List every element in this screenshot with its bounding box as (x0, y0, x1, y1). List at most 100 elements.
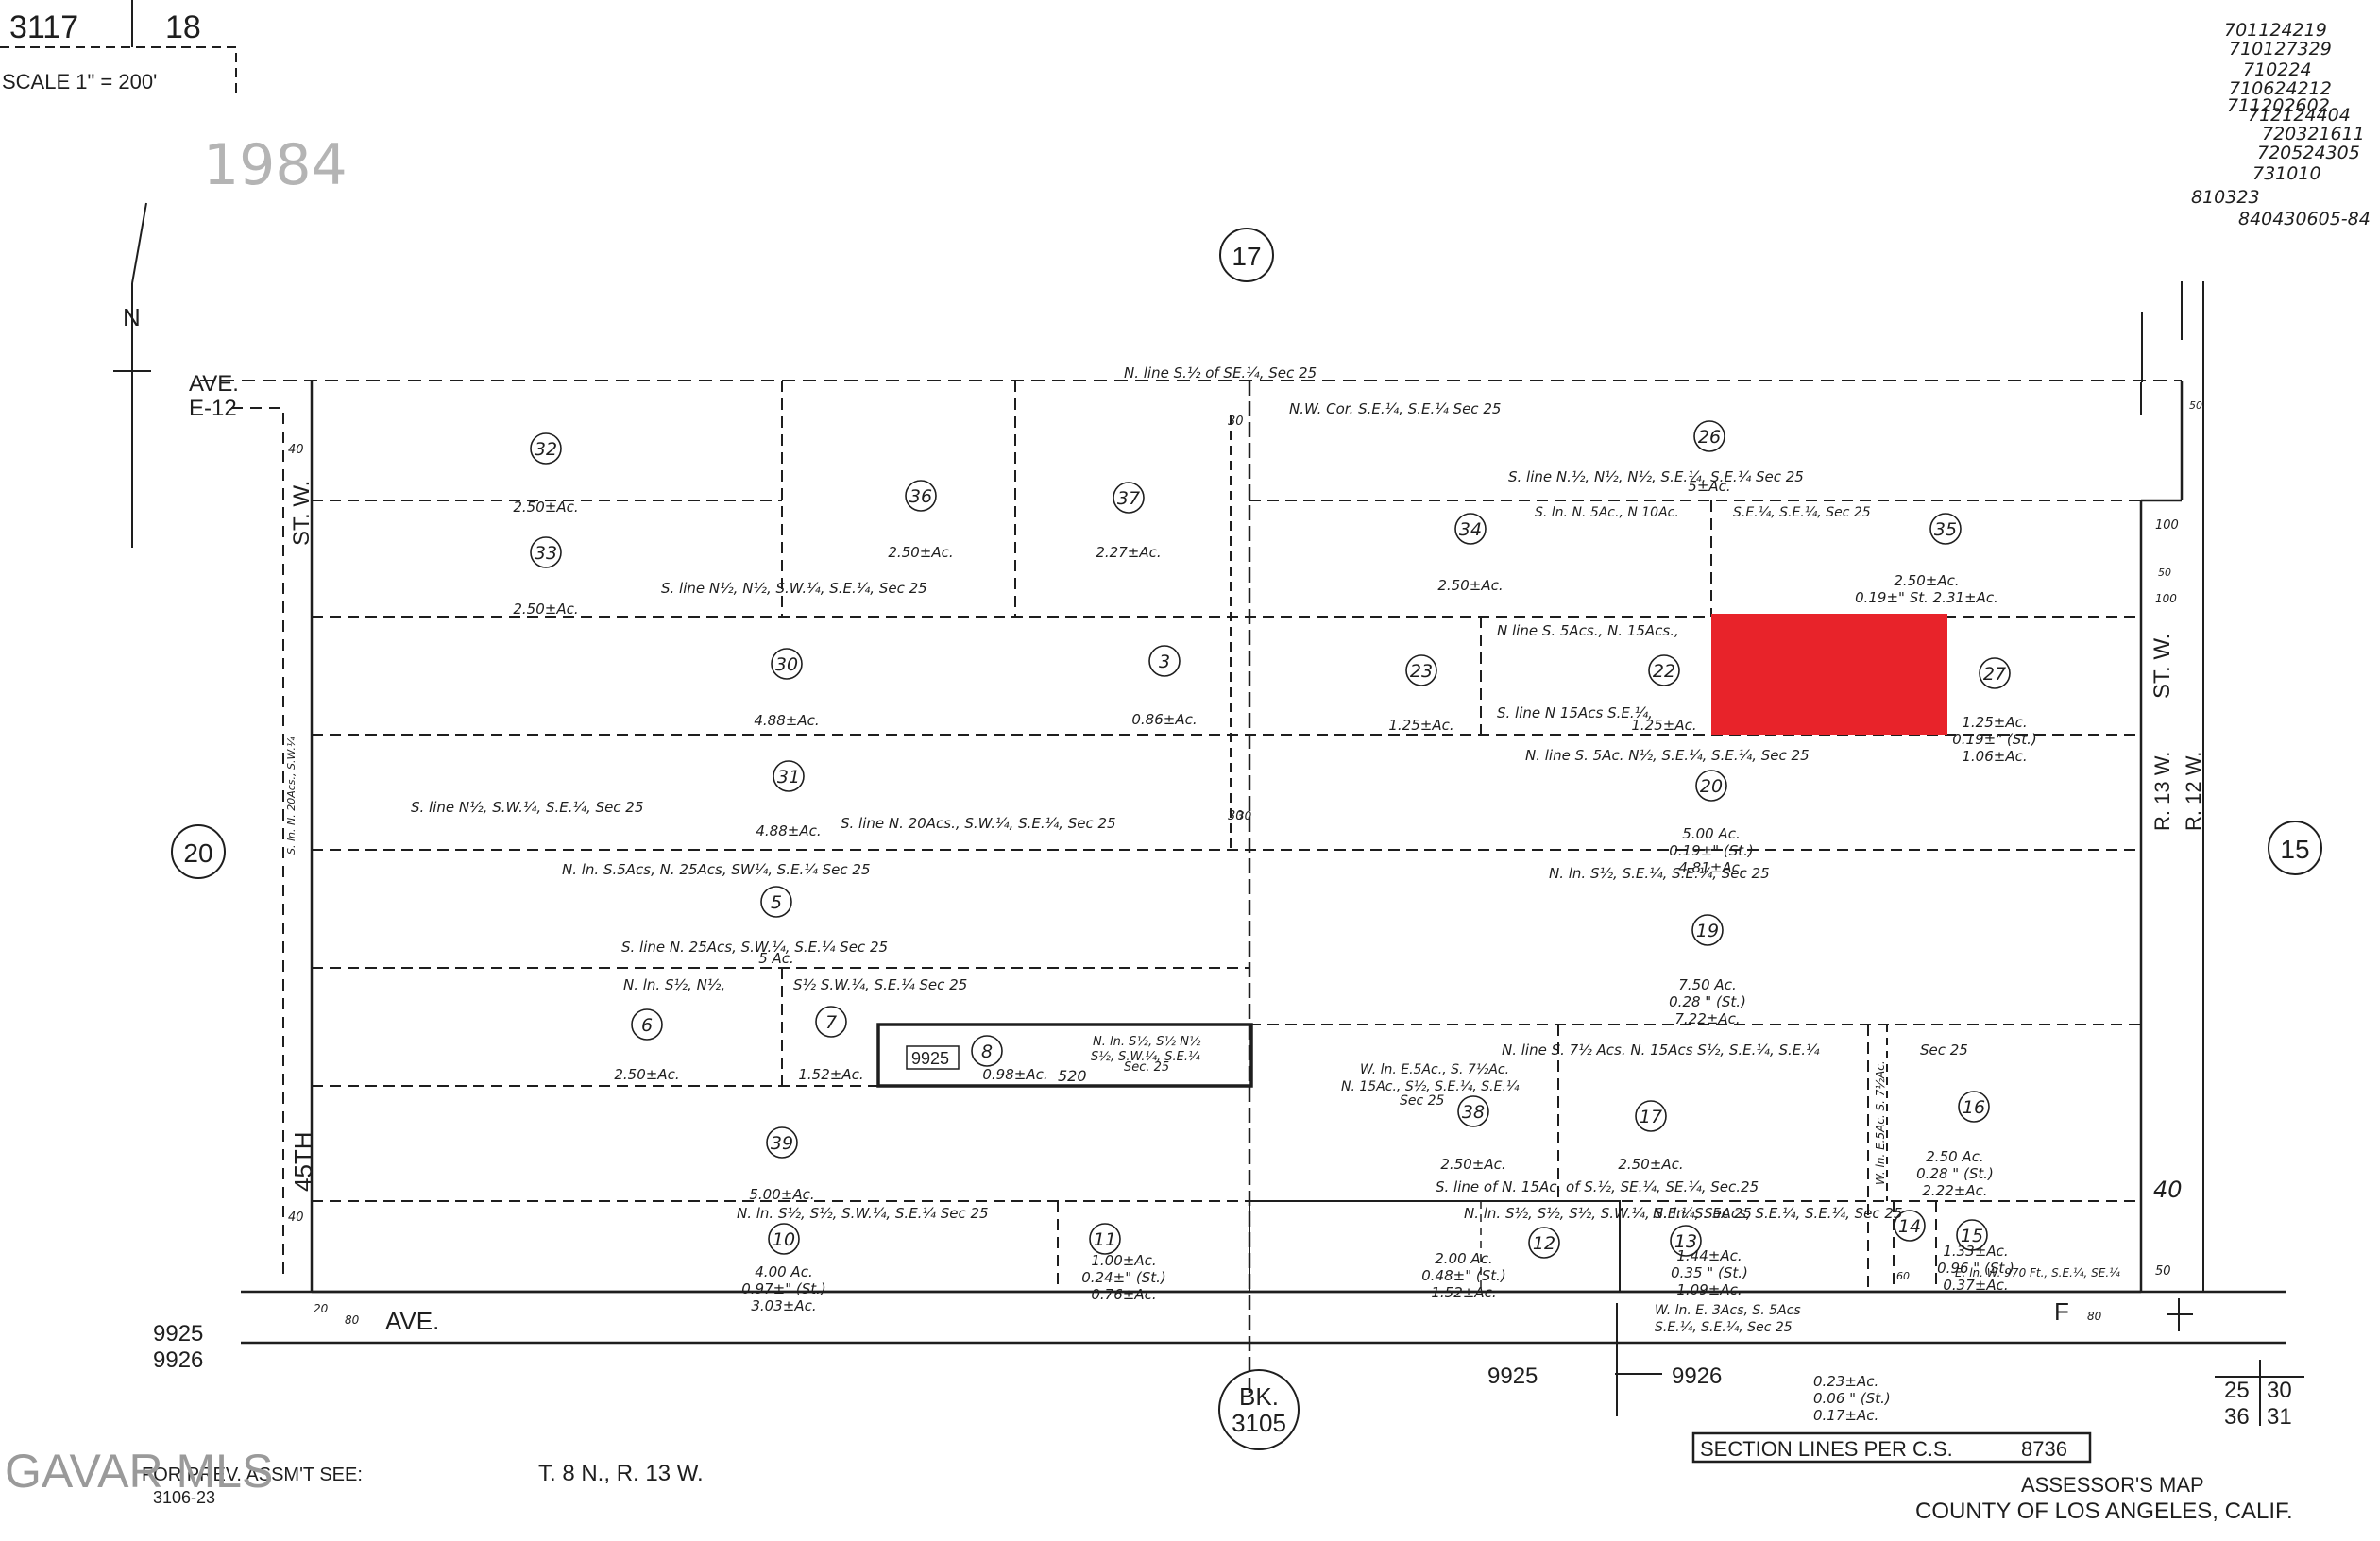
parcel-19[interactable]: 197.50 Ac.0.28 " (St.)7.22±Ac. (1669, 914, 1746, 1027)
parcel-area: 1.52±Ac. (1431, 1284, 1496, 1301)
parcel-number-circle (1979, 657, 2011, 689)
parcel-number-circle (1670, 1225, 1702, 1257)
parcel-area: 0.37±Ac. (1943, 1277, 2008, 1294)
parcel-13[interactable]: 131.44±Ac.0.35 " (St.)1.09±Ac. (1670, 1225, 1748, 1298)
parcel-17[interactable]: 172.50±Ac. (1618, 1100, 1684, 1173)
parcel-32[interactable]: 322.50±Ac. (513, 432, 579, 516)
parcel-number: 27 (1983, 664, 2006, 685)
parcel-number: 8 (981, 1041, 993, 1062)
dimension-label: 40 (288, 1211, 304, 1225)
legal-description: S. line N.½, N½, N½, S.E.¼, S.E.¼ Sec 25 (1508, 468, 1804, 485)
parcel-37[interactable]: 372.27±Ac. (1096, 482, 1162, 561)
parcel-number: 33 (535, 543, 557, 564)
parcel-area: 1.25±Ac. (1631, 717, 1696, 734)
parcel-22[interactable]: 221.25±Ac. (1631, 654, 1697, 734)
parcel-33[interactable]: 332.50±Ac. (513, 536, 579, 618)
parcel-number-circle (530, 432, 562, 465)
parcel-6[interactable]: 6 2.50±Ac. (614, 1008, 680, 1083)
parcel-number: 14 (1898, 1216, 1921, 1237)
svg-text:17: 17 (1232, 242, 1261, 271)
legal-description: N.W. Cor. S.E.¼, S.E.¼ Sec 25 (1289, 400, 1501, 417)
parcel-10[interactable]: 104.00 Ac.0.97±" (St.)3.03±Ac. (741, 1223, 826, 1314)
parcel-area: 5 Ac. (758, 950, 794, 967)
legal-description: S.E.¼, S.E.¼, Sec 25 (1733, 505, 1871, 520)
parcel-number: 6 (641, 1015, 653, 1036)
parcel-14[interactable]: 14 (1894, 1210, 1926, 1242)
parcel-35[interactable]: 352.50±Ac.0.19±" St. 2.31±Ac. (1855, 513, 1998, 606)
parcel-area: 0.86±Ac. (1131, 711, 1197, 728)
parcel-8[interactable]: 80.98±Ac. (971, 1035, 1048, 1083)
parcel-number-circle (815, 1006, 847, 1038)
parcel-31[interactable]: 314.88±Ac. (756, 760, 822, 839)
parcel-34[interactable]: 342.50±Ac. (1437, 513, 1504, 594)
adjacent-map-north: 17 (1219, 228, 1274, 282)
assessor-map-title: ASSESSOR'S MAP (2021, 1473, 2204, 1497)
parcel-39[interactable]: 39 5.00±Ac. (749, 1126, 815, 1203)
legal-description: N. line S. 7½ Acs. N. 15Acs S½, S.E.¼, S… (1502, 1041, 1820, 1058)
parcel-16[interactable]: 162.50 Ac.0.28 " (St.)2.22±Ac. (1916, 1091, 1994, 1199)
parcel-area: 4.81±Ac. (1678, 859, 1743, 876)
parcel-area: 2.50±Ac. (1894, 572, 1959, 589)
parcel-number: 30 (775, 654, 798, 675)
parcel-number: 19 (1696, 921, 1719, 941)
parcel-36[interactable]: 362.50±Ac. (888, 480, 954, 561)
parcel-number-circle (768, 1223, 800, 1255)
parcel-area: 0.28 " (St.) (1669, 993, 1746, 1010)
parcel-7[interactable]: 7 1.52±Ac. (798, 1006, 864, 1083)
dimension-label: 40 (2153, 1177, 2183, 1203)
parcel-number: 39 (771, 1133, 793, 1154)
legal-description: N. 15Ac., S½, S.E.¼, S.E.¼ (1341, 1079, 1520, 1094)
parcel-number-circle (1894, 1210, 1926, 1242)
prev-assmt-ref: 3106-23 (153, 1488, 215, 1507)
parcel-area: 1.44±Ac. (1676, 1247, 1742, 1264)
parcel-15[interactable]: 151.33±Ac.0.96 " (St.)0.37±Ac. (1937, 1219, 2014, 1294)
parcel-number-circle (631, 1008, 663, 1041)
subject-parcel-highlight[interactable] (1711, 614, 1947, 735)
revision-code: 710624212 (2229, 78, 2332, 99)
revision-code: 720524305 (2257, 143, 2360, 163)
parcel-20[interactable]: 205.00 Ac.0.19±" (St.)4.81±Ac. (1669, 770, 1754, 876)
svg-text:9926: 9926 (1672, 1363, 1722, 1389)
legal-description: N. ln. S½, S½ N½ (1093, 1035, 1201, 1049)
legal-description: W. ln. E. 3Acs, S. 5Acs (1655, 1303, 1801, 1318)
parcel-area: 0.97±" (St.) (741, 1280, 826, 1297)
parcel-area: 5.00±Ac. (749, 1186, 814, 1203)
legal-description: Sec. 25 (1124, 1060, 1169, 1075)
street-45th: 45TH (289, 1131, 317, 1192)
legal-description: N. ln. S. 5Acs, S.E.¼, S.E.¼, Sec 25 (1653, 1205, 1903, 1222)
legal-description: N. ln. S½, S½, S.W.¼, S.E.¼ Sec 25 (737, 1205, 989, 1222)
svg-text:9925: 9925 (1488, 1363, 1538, 1389)
adjacent-map-south: BK. 3105 (1218, 1369, 1300, 1450)
parcel-3[interactable]: 30.86±Ac. (1131, 645, 1198, 728)
parcel-number-circle (530, 536, 562, 568)
parcel-number-circle (760, 886, 792, 918)
svg-text:9925: 9925 (911, 1049, 949, 1068)
parcel-number: 11 (1094, 1229, 1116, 1250)
parcel-area: 0.96 " (St.) (1937, 1260, 2014, 1277)
parcel-area: 1.52±Ac. (798, 1066, 863, 1083)
parcel-26[interactable]: 265±Ac. (1688, 420, 1731, 495)
parcel-number: 36 (910, 486, 932, 507)
parcel-12[interactable]: 122.00 Ac.0.48±" (St.)1.52±Ac. (1421, 1227, 1560, 1301)
page-number: 18 (165, 9, 201, 45)
parcel-area: 0.19±" St. 2.31±Ac. (1855, 589, 1998, 606)
dimension-label: 80 (345, 1313, 360, 1327)
parcel-27[interactable]: 271.25±Ac.0.19±" (St.)1.06±Ac. (1952, 657, 2037, 765)
legal-description: E. ln. W. 970 Ft., S.E.¼, SE.¼ (1955, 1266, 2120, 1279)
parcel-number: 12 (1533, 1233, 1556, 1254)
parcel-area: 2.00 Ac. (1435, 1250, 1492, 1267)
parcel-38[interactable]: 382.50±Ac. (1440, 1095, 1506, 1173)
parcel-23[interactable]: 231.25±Ac. (1388, 654, 1454, 734)
parcel-area: 2.50±Ac. (614, 1066, 679, 1083)
north-arrow-icon: N (113, 202, 151, 548)
parcel-number: 7 (825, 1012, 837, 1033)
year-stamp: 1984 (203, 132, 348, 198)
parcel-5[interactable]: 55 Ac. (758, 886, 794, 967)
parcel-30[interactable]: 30 4.88±Ac. (754, 648, 820, 729)
parcel-11[interactable]: 111.00±Ac.0.24±" (St.)0.76±Ac. (1081, 1223, 1166, 1303)
parcel-area: 2.50±Ac. (513, 499, 578, 516)
street-ave-f: F (2054, 1297, 2069, 1326)
revision-code: 731010 (2252, 163, 2321, 184)
map-header: 3117 18 SCALE 1" = 200' 1984 (0, 0, 348, 198)
parcel-area: 4.88±Ac. (754, 712, 819, 729)
